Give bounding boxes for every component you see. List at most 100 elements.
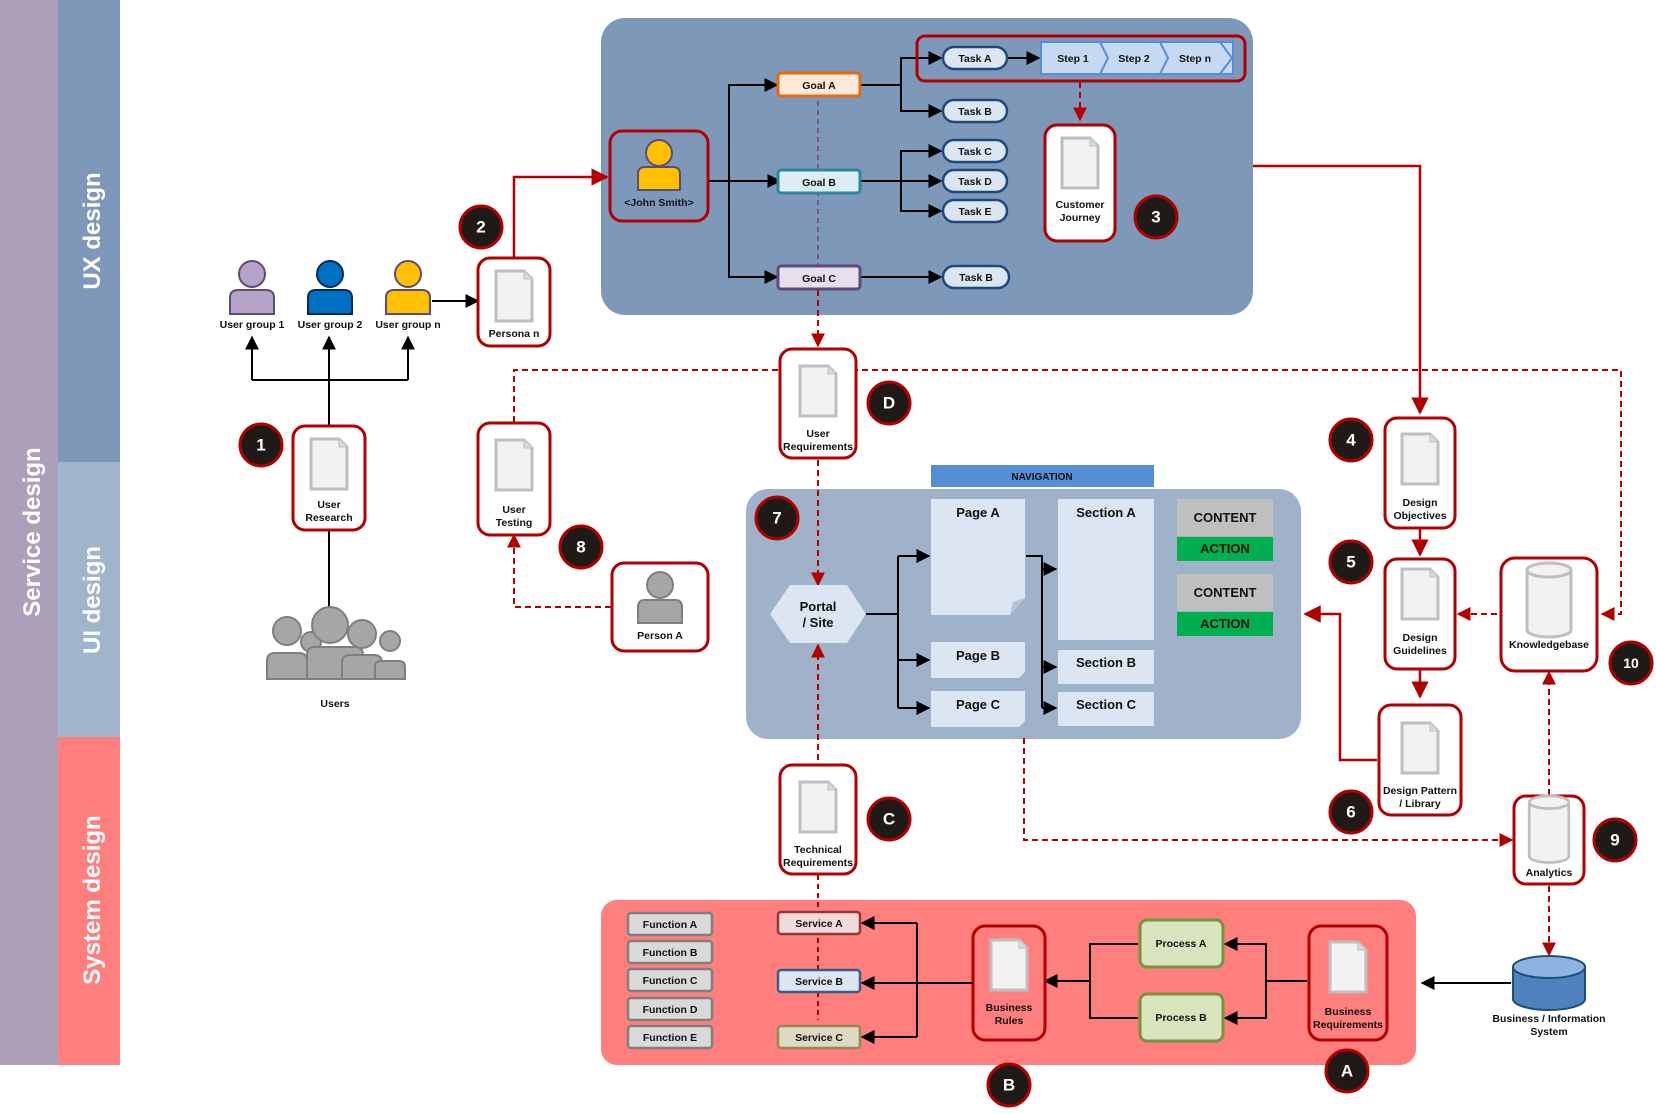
service-b[interactable]: Service B [776, 968, 862, 994]
lane-title-ux: UX design [79, 172, 106, 289]
task-a[interactable]: Task A [941, 45, 1009, 71]
lane-ui-design [58, 462, 120, 737]
page-a[interactable]: Page A [931, 499, 1025, 615]
service-a-label: Service A [795, 918, 843, 930]
person-icon [646, 571, 674, 599]
svg-text:5: 5 [1346, 553, 1355, 572]
business-requirements-doc[interactable]: Business Requirements [1307, 924, 1389, 1042]
section-c[interactable]: Section C [1058, 692, 1154, 726]
task-b-2[interactable]: Task B [941, 264, 1011, 290]
user-group-2[interactable]: User group 2 [298, 260, 363, 331]
document-icon [1400, 721, 1440, 775]
user-icon [394, 260, 422, 288]
badge-c: C [866, 796, 912, 842]
goal-b[interactable]: Goal B [776, 168, 862, 195]
task-a-label: Task A [958, 53, 992, 65]
step-n[interactable]: Step n [1179, 53, 1211, 65]
goal-a[interactable]: Goal A [776, 71, 862, 98]
users-crowd-icon [266, 606, 406, 680]
badges: 1 2 3 4 5 6 7 8 9 10 A B C D [238, 194, 1654, 1108]
analytics-db[interactable]: Analytics [1512, 794, 1586, 886]
function-c[interactable]: Function C [626, 967, 714, 993]
user-requirements-label-1: User [806, 428, 829, 440]
function-e[interactable]: Function E [626, 1024, 714, 1050]
business-information-system[interactable]: Business / Information System [1492, 955, 1606, 1038]
function-a[interactable]: Function A [626, 911, 714, 937]
section-a-label: Section A [1076, 505, 1136, 520]
persona-john-smith[interactable]: <John Smith> [608, 129, 710, 223]
action-button-2[interactable]: ACTION [1177, 612, 1273, 636]
user-research-doc[interactable]: User Research [291, 424, 367, 532]
user-research-label-2: Research [305, 512, 352, 524]
user-group-1[interactable]: User group 1 [220, 260, 285, 331]
ui-panel [746, 489, 1301, 739]
function-c-label: Function C [643, 975, 698, 987]
page-c[interactable]: Page C [931, 691, 1025, 727]
technical-requirements-label-1: Technical [794, 844, 842, 856]
task-c[interactable]: Task C [941, 138, 1009, 164]
action-button-1[interactable]: ACTION [1177, 537, 1273, 561]
user-requirements-doc[interactable]: User Requirements [778, 347, 858, 460]
content-label-1: CONTENT [1194, 510, 1257, 525]
knowledgebase-db[interactable]: Knowledgebase [1499, 556, 1599, 673]
content-block-2[interactable]: CONTENT [1177, 574, 1273, 611]
task-b[interactable]: Task B [941, 98, 1009, 124]
person-a-card[interactable]: Person A [610, 561, 710, 653]
design-guidelines-doc[interactable]: Design Guidelines [1383, 557, 1457, 671]
goal-c-label: Goal C [802, 273, 836, 285]
journey-steps: Step 1 Step 2 Step n [1040, 41, 1234, 75]
document-icon [309, 437, 349, 491]
page-b[interactable]: Page B [931, 642, 1025, 678]
business-rules-doc[interactable]: Business Rules [971, 924, 1047, 1042]
persona-name: <John Smith> [624, 197, 693, 209]
badge-4: 4 [1328, 417, 1374, 463]
technical-requirements-doc[interactable]: Technical Requirements [778, 763, 858, 876]
user-group-1-label: User group 1 [220, 319, 285, 331]
document-icon [1400, 567, 1440, 621]
process-a[interactable]: Process A [1138, 918, 1225, 969]
business-rules-label-1: Business [986, 1002, 1033, 1014]
document-icon [798, 780, 838, 834]
design-objectives-doc[interactable]: Design Objectives [1383, 416, 1457, 530]
portal-label-2: / Site [802, 615, 833, 630]
database-icon [1512, 955, 1586, 1011]
design-pattern-doc[interactable]: Design Pattern / Library [1377, 703, 1463, 817]
lane-title-service: Service design [19, 447, 46, 616]
customer-journey-doc[interactable]: Customer Journey [1043, 123, 1117, 243]
function-d[interactable]: Function D [626, 996, 714, 1022]
portal-site[interactable]: Portal / Site [770, 585, 866, 643]
content-block-1[interactable]: CONTENT [1177, 499, 1273, 536]
section-a[interactable]: Section A [1058, 499, 1154, 640]
design-guidelines-label-1: Design [1402, 632, 1437, 644]
badge-10: 10 [1608, 640, 1654, 686]
goal-b-label: Goal B [802, 177, 836, 189]
function-d-label: Function D [643, 1004, 698, 1016]
task-e-label: Task E [958, 206, 991, 218]
task-b-2-label: Task B [959, 272, 993, 284]
portal-label-1: Portal [800, 599, 837, 614]
service-c[interactable]: Service C [776, 1024, 862, 1050]
section-b[interactable]: Section B [1058, 650, 1154, 684]
navigation-bar[interactable]: NAVIGATION [931, 465, 1154, 487]
svg-text:1: 1 [256, 436, 265, 455]
function-b[interactable]: Function B [626, 939, 714, 965]
user-research-label-1: User [317, 499, 340, 511]
process-b[interactable]: Process B [1138, 992, 1225, 1043]
step-1[interactable]: Step 1 [1057, 53, 1089, 65]
users-crowd[interactable]: Users [266, 606, 406, 710]
function-a-label: Function A [643, 919, 698, 931]
function-b-label: Function B [643, 947, 698, 959]
step-2[interactable]: Step 2 [1118, 53, 1150, 65]
svg-text:3: 3 [1151, 208, 1160, 227]
task-d[interactable]: Task D [941, 168, 1009, 194]
task-e[interactable]: Task E [941, 198, 1009, 224]
badge-7: 7 [754, 495, 800, 541]
persona-doc[interactable]: Persona n [476, 256, 552, 348]
user-testing-doc[interactable]: User Testing [476, 421, 552, 537]
goal-c[interactable]: Goal C [776, 264, 862, 291]
service-a[interactable]: Service A [776, 910, 862, 936]
connectors [252, 51, 1622, 1044]
user-group-n[interactable]: User group n [375, 260, 441, 331]
goal-a-label: Goal A [802, 80, 836, 92]
page-c-label: Page C [956, 697, 1001, 712]
